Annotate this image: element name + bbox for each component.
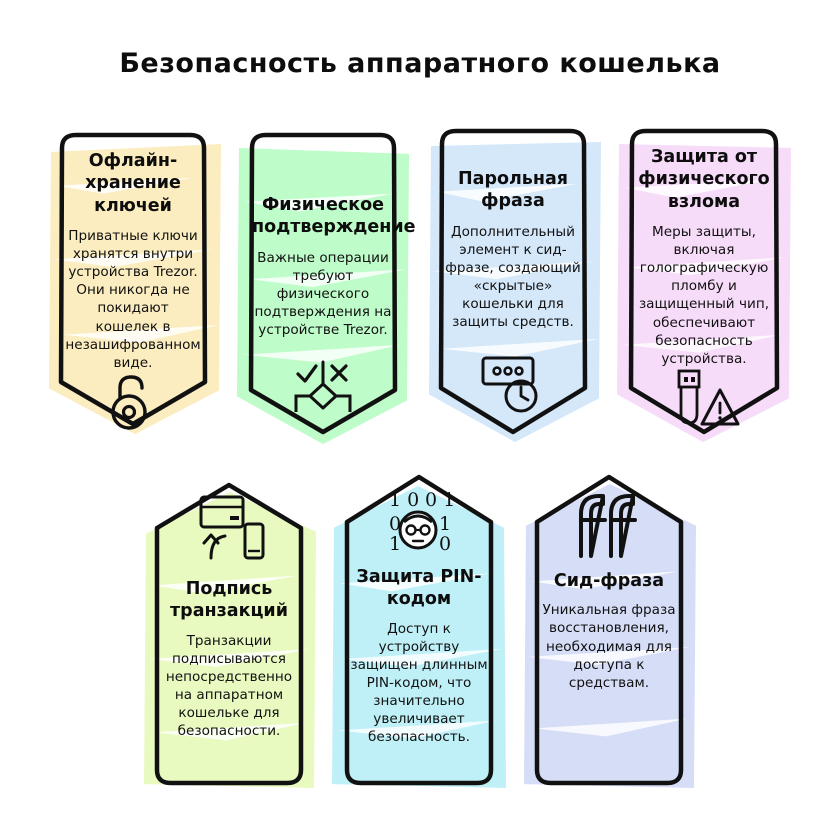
card-outline — [248, 132, 398, 435]
svg-text:1 0: 1 0 — [389, 489, 419, 511]
card-physical-confirmation[interactable]: Физическое подтверждение Важные операции… — [237, 132, 416, 460]
svg-text:0: 0 — [439, 533, 451, 554]
card-phone-transfer-icon — [145, 494, 313, 566]
card-title: Парольная фраза — [457, 169, 569, 212]
card-body: Уникальная фраза восстановления, необход… — [542, 602, 676, 691]
card-marker-fill — [617, 143, 791, 443]
card-offline-key-storage[interactable]: Офлайн-хранение ключей Приватные ключи х… — [49, 132, 221, 450]
card-body: Дополнительный элемент к сид-фразе, созд… — [445, 223, 581, 331]
card-outline — [344, 474, 494, 786]
card-body: Транзакции подписываются непосредственно… — [165, 632, 293, 740]
card-transaction-signing[interactable]: Подпись транзакций Транзакции подписываю… — [144, 482, 316, 789]
page-title: Безопасность аппаратного кошелька — [119, 48, 721, 79]
card-outline — [438, 128, 588, 435]
card-body: Важные операции требуют физического подт… — [254, 249, 392, 339]
card-marker-fill — [332, 485, 506, 789]
password-field-clock-icon — [430, 354, 596, 414]
ff-ligature-icon — [525, 490, 693, 558]
card-marker-fill — [429, 141, 601, 443]
card-title: Подпись транзакций — [170, 579, 288, 622]
card-body: Доступ к устройству защищен длинным PIN-… — [350, 620, 488, 746]
card-title: Защита PIN-кодом — [356, 567, 482, 610]
card-title: Физическое подтверждение — [252, 195, 416, 238]
card-marker-fill — [524, 483, 696, 789]
svg-text:1: 1 — [439, 513, 451, 535]
card-outline — [628, 128, 780, 435]
svg-text:1: 1 — [389, 533, 401, 554]
card-title: Защита от физического взлома — [638, 147, 770, 212]
card-body: Приватные ключи хранятся внутри устройст… — [65, 228, 201, 371]
approve-reject-decision-icon — [240, 360, 406, 418]
binary-face-icon: 1 0 0 1 0 1 1 0 — [335, 488, 503, 554]
card-physical-tamper-protection[interactable]: Защита от физического взлома Меры защиты… — [617, 128, 791, 458]
card-outline — [534, 474, 684, 786]
card-marker-fill — [49, 143, 221, 435]
card-marker-fill — [237, 147, 409, 445]
card-title: Офлайн-хранение ключей — [85, 151, 181, 216]
open-padlock-icon — [50, 372, 216, 430]
card-marker-fill — [144, 491, 316, 789]
card-title: Сид-фраза — [553, 571, 665, 591]
card-pin-protection[interactable]: 1 0 0 1 0 1 1 0 Защита PIN-кодом Доступ … — [332, 474, 506, 789]
card-outline — [58, 132, 208, 427]
card-outline — [154, 482, 304, 786]
card-body: Меры защиты, включая голографическую пло… — [638, 224, 770, 367]
svg-text:0: 0 — [389, 513, 401, 535]
card-passphrase[interactable]: Парольная фраза Дополнительный элемент к… — [429, 128, 601, 458]
svg-text:0 1: 0 1 — [425, 489, 455, 511]
usb-warning-icon — [620, 368, 788, 430]
card-seed-phrase[interactable]: Сид-фраза Уникальная фраза восстановлени… — [524, 474, 696, 789]
